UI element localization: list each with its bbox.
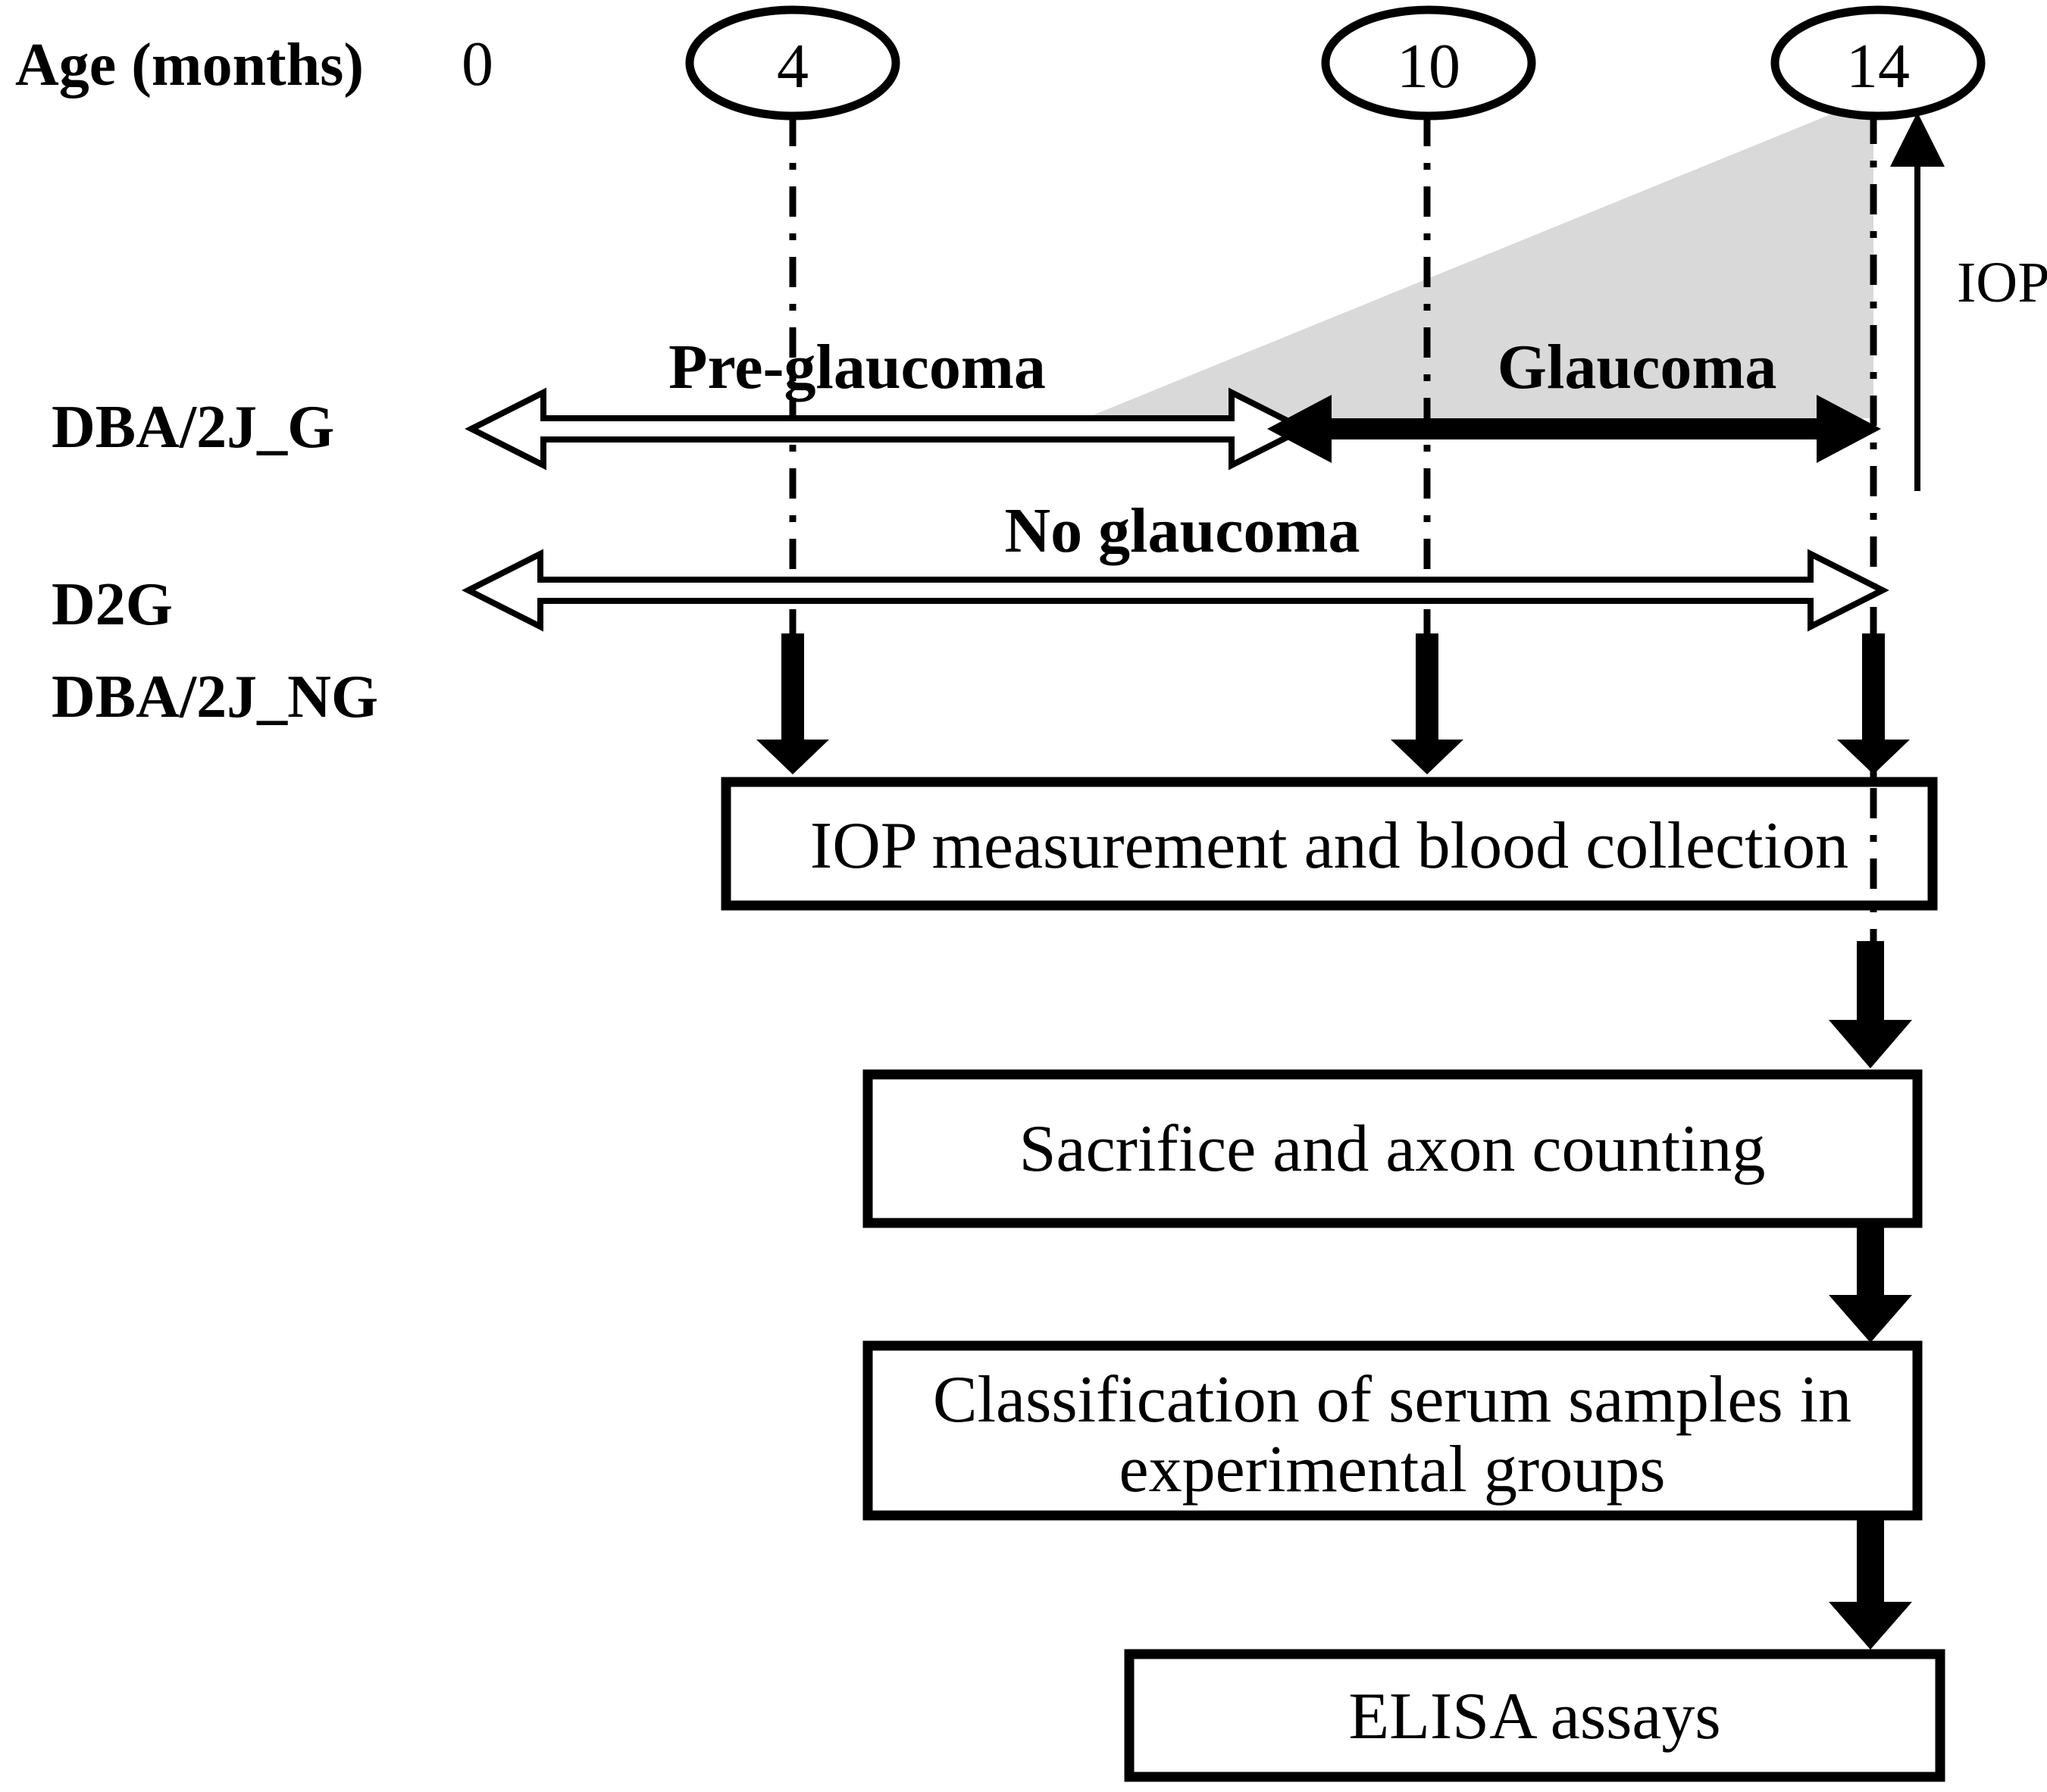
glaucoma-label: Glaucoma	[1498, 332, 1777, 402]
month-0-label: 0	[462, 29, 493, 99]
flow-arrow-to-sacrifice-shaft	[1857, 941, 1884, 1020]
age-axis-label: Age (months)	[15, 32, 364, 99]
flow-arrow-to-elisa	[1829, 1515, 1912, 1650]
sampling-arrow-month-14-head	[1837, 740, 1910, 774]
box-classification-label-line2: experimental groups	[1119, 1433, 1666, 1506]
month-14-ellipse	[1770, 5, 1986, 120]
sampling-arrow-month-10-shaft	[1416, 633, 1438, 740]
no-glaucoma-arrow	[462, 549, 1889, 632]
month-10-label: 10	[1397, 31, 1460, 102]
iop-axis-label: IOP	[1957, 251, 2047, 314]
flow-arrow-to-sacrifice-head	[1829, 1020, 1912, 1068]
box-iop-measurement-label: IOP measurement and blood collection	[810, 809, 1848, 883]
no-glaucoma-label: No glaucoma	[1005, 496, 1360, 566]
flow-arrow-to-classification	[1829, 1223, 1912, 1343]
group-label-d2g: D2G	[52, 571, 173, 638]
box-elisa-label: ELISA assays	[1348, 1680, 1720, 1753]
glaucoma-arrow	[1267, 395, 1881, 463]
sampling-arrow-month-10	[1391, 633, 1463, 774]
month-4-label: 4	[777, 31, 809, 102]
box-classification-label-line1: Classification of serum samples in	[933, 1363, 1851, 1437]
box-sacrifice	[862, 1069, 1923, 1228]
box-iop-measurement	[721, 777, 1938, 911]
box-elisa	[1124, 1649, 1945, 1782]
sampling-arrow-month-4-shaft	[781, 633, 804, 740]
flow-arrow-to-elisa-head	[1829, 1602, 1912, 1650]
iop-axis-arrow	[1890, 112, 1945, 491]
flow-arrow-to-classification-head	[1829, 1295, 1912, 1343]
flow-arrow-to-classification-shaft	[1857, 1223, 1884, 1295]
iop-axis-arrowhead	[1890, 112, 1945, 167]
sampling-arrow-month-14-shaft	[1862, 633, 1885, 740]
flow-arrow-to-elisa-shaft	[1857, 1515, 1884, 1602]
sampling-arrow-month-4-head	[756, 740, 829, 774]
month-10-ellipse	[1321, 5, 1536, 120]
month-4-ellipse	[685, 5, 900, 120]
group-label-dba2j-g: DBA/2J_G	[52, 394, 334, 461]
sampling-arrow-month-14	[1837, 633, 1910, 774]
sampling-arrow-month-10-head	[1391, 740, 1463, 774]
group-label-dba2j-ng: DBA/2J_NG	[52, 664, 378, 730]
box-classification	[862, 1340, 1923, 1521]
box-sacrifice-label: Sacrifice and axon counting	[1019, 1112, 1766, 1186]
sampling-arrow-month-4	[756, 633, 829, 774]
iop-increase-triangle	[1085, 97, 1873, 418]
flow-arrow-to-sacrifice	[1829, 941, 1912, 1068]
month-14-label: 14	[1846, 31, 1910, 102]
pre-glaucoma-label: Pre-glaucoma	[668, 332, 1046, 402]
